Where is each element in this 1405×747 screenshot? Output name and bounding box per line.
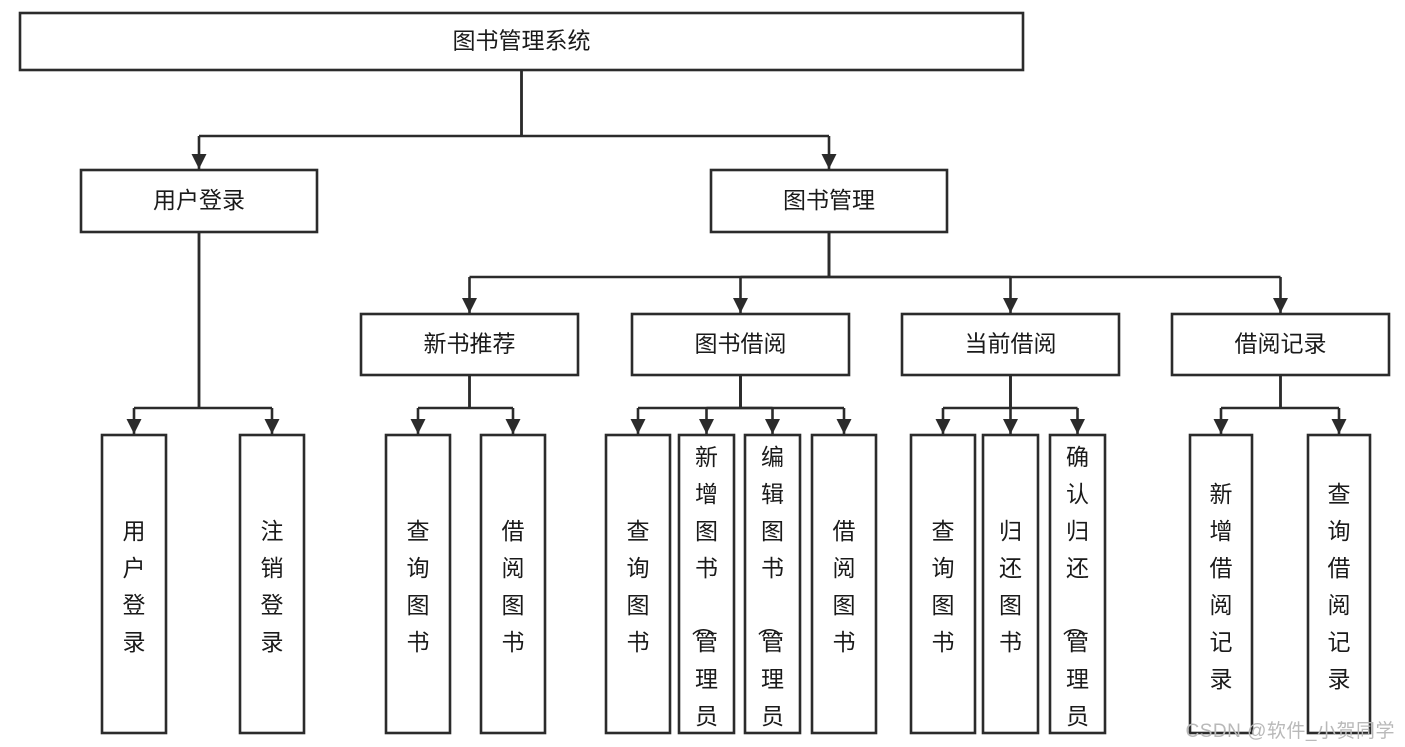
leaf-node-12[interactable]: 查询借阅记录	[1306, 433, 1372, 735]
level3-node-3[interactable]: 借阅记录	[1170, 312, 1391, 377]
leaf-node-8[interactable]: 查询图书	[909, 433, 977, 735]
leaf-node-11[interactable]: 新增借阅记录	[1188, 433, 1254, 735]
arrow-head-icon	[1003, 298, 1018, 313]
node-rect[interactable]	[384, 433, 452, 735]
node-label: 归还图书	[999, 518, 1022, 655]
leaf-node-7[interactable]: 借阅图书	[810, 433, 878, 735]
root-node[interactable]: 图书管理系统	[18, 11, 1025, 72]
arrow-head-icon	[191, 154, 207, 169]
node-rect[interactable]	[981, 433, 1040, 735]
node-label: 借阅图书	[502, 518, 525, 655]
arrow-head-icon	[699, 419, 714, 434]
node-label: 注销登录	[261, 518, 284, 655]
arrow-head-icon	[1213, 419, 1229, 434]
arrow-head-icon	[462, 298, 477, 313]
node-label: 新增借阅记录	[1210, 481, 1233, 692]
node-rect[interactable]	[359, 312, 580, 377]
leaf-node-3[interactable]: 借阅图书	[479, 433, 547, 735]
level2-node-1[interactable]: 图书管理	[709, 168, 949, 234]
node-rect[interactable]	[79, 168, 319, 234]
leaf-node-10[interactable]: 确认归还（管理员）	[1048, 433, 1107, 747]
level2-node-0[interactable]: 用户登录	[79, 168, 319, 234]
node-label: 确认归还（管理员）	[1061, 444, 1089, 747]
node-label: 图书借阅	[695, 331, 787, 357]
node-rect[interactable]	[1048, 433, 1107, 735]
node-rect[interactable]	[238, 433, 306, 735]
csdn-watermark: CSDN @软件_小贺同学	[1185, 721, 1395, 742]
node-label: 查询图书	[932, 518, 955, 655]
node-label: 用户登录	[153, 187, 245, 213]
node-label: 借阅图书	[833, 518, 856, 655]
node-rect[interactable]	[900, 312, 1121, 377]
level3-node-0[interactable]: 新书推荐	[359, 312, 580, 377]
node-rect[interactable]	[100, 433, 168, 735]
node-rect[interactable]	[1306, 433, 1372, 735]
level3-node-1[interactable]: 图书借阅	[630, 312, 851, 377]
node-label: 新增图书（管理员）	[690, 444, 718, 747]
node-label: 图书管理	[783, 187, 875, 213]
connector-lines-group	[126, 70, 1347, 434]
arrow-head-icon	[1273, 298, 1288, 313]
leaf-node-4[interactable]: 查询图书	[604, 433, 672, 735]
arrow-head-icon	[1070, 419, 1085, 434]
arrow-head-icon	[733, 298, 748, 313]
node-label: 借阅记录	[1235, 331, 1327, 357]
arrow-head-icon	[505, 419, 521, 434]
arrow-head-icon	[765, 419, 780, 434]
arrow-head-icon	[1003, 419, 1018, 434]
arrow-head-icon	[630, 419, 646, 434]
node-rect[interactable]	[909, 433, 977, 735]
node-label: 当前借阅	[965, 331, 1057, 357]
arrow-head-icon	[821, 154, 837, 169]
node-label: 图书管理系统	[453, 28, 591, 54]
arrow-head-icon	[1331, 419, 1347, 434]
node-rect[interactable]	[743, 433, 802, 735]
node-rect[interactable]	[677, 433, 736, 735]
leaf-node-1[interactable]: 注销登录	[238, 433, 306, 735]
arrow-head-icon	[126, 419, 142, 434]
node-label: 查询借阅记录	[1328, 481, 1351, 692]
node-label: 用户登录	[123, 518, 146, 655]
arrow-head-icon	[935, 419, 951, 434]
node-rect[interactable]	[604, 433, 672, 735]
node-rect[interactable]	[630, 312, 851, 377]
node-label: 编辑图书（管理员）	[756, 444, 784, 747]
leaf-node-2[interactable]: 查询图书	[384, 433, 452, 735]
leaf-node-6[interactable]: 编辑图书（管理员）	[743, 433, 802, 747]
node-rect[interactable]	[709, 168, 949, 234]
leaf-node-9[interactable]: 归还图书	[981, 433, 1040, 735]
node-rect[interactable]	[1188, 433, 1254, 735]
node-rect[interactable]	[810, 433, 878, 735]
node-label: 查询图书	[627, 518, 650, 655]
node-label: 查询图书	[407, 518, 430, 655]
arrow-head-icon	[836, 419, 852, 434]
node-label: 新书推荐	[424, 331, 516, 357]
nodes-group: 图书管理系统用户登录图书管理新书推荐图书借阅当前借阅借阅记录用户登录注销登录查询…	[18, 11, 1391, 747]
level3-node-2[interactable]: 当前借阅	[900, 312, 1121, 377]
leaf-node-0[interactable]: 用户登录	[100, 433, 168, 735]
arrow-head-icon	[264, 419, 280, 434]
node-rect[interactable]	[1170, 312, 1391, 377]
node-rect[interactable]	[479, 433, 547, 735]
arrow-head-icon	[410, 419, 426, 434]
leaf-node-5[interactable]: 新增图书（管理员）	[677, 433, 736, 747]
node-rect[interactable]	[18, 11, 1025, 72]
